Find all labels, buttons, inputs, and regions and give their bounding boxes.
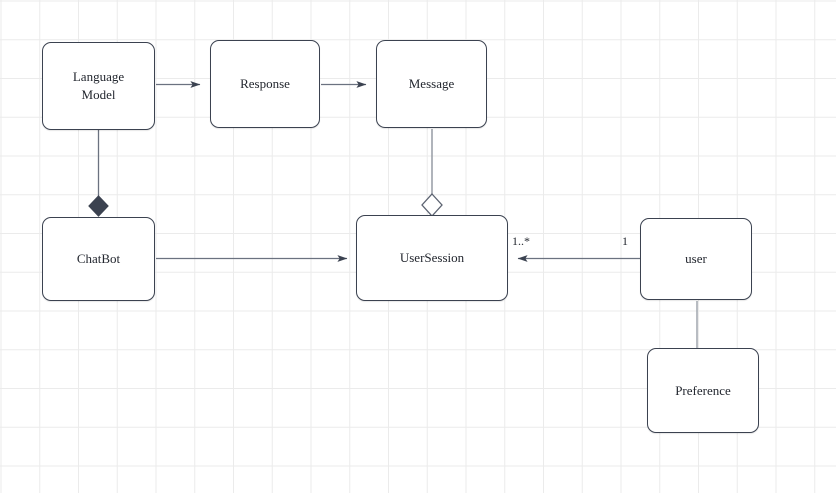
node-usersession[interactable]: UserSession bbox=[356, 215, 508, 301]
node-chatbot[interactable]: ChatBot bbox=[42, 217, 155, 301]
node-label-message: Message bbox=[408, 76, 455, 92]
node-label-preference: Preference bbox=[675, 382, 731, 398]
multiplicity-user-end: 1 bbox=[622, 234, 628, 248]
node-message[interactable]: Message bbox=[376, 40, 487, 128]
edge-chatbot-to-language-model bbox=[88, 130, 109, 217]
hollow-diamond-marker bbox=[421, 193, 443, 217]
edge-usersession-to-message bbox=[421, 129, 443, 217]
node-label-response: Response bbox=[240, 76, 290, 92]
node-label-chatbot: ChatBot bbox=[76, 251, 121, 267]
node-preference[interactable]: Preference bbox=[647, 348, 759, 433]
filled-diamond-marker bbox=[88, 195, 109, 217]
node-user[interactable]: user bbox=[640, 218, 752, 300]
node-label-user: user bbox=[685, 251, 707, 267]
node-label-language-model: Language Model bbox=[72, 69, 125, 102]
multiplicity-usersession-end: 1..* bbox=[512, 234, 530, 248]
node-response[interactable]: Response bbox=[210, 40, 320, 128]
node-language-model[interactable]: Language Model bbox=[42, 42, 155, 130]
node-label-usersession: UserSession bbox=[399, 250, 465, 266]
